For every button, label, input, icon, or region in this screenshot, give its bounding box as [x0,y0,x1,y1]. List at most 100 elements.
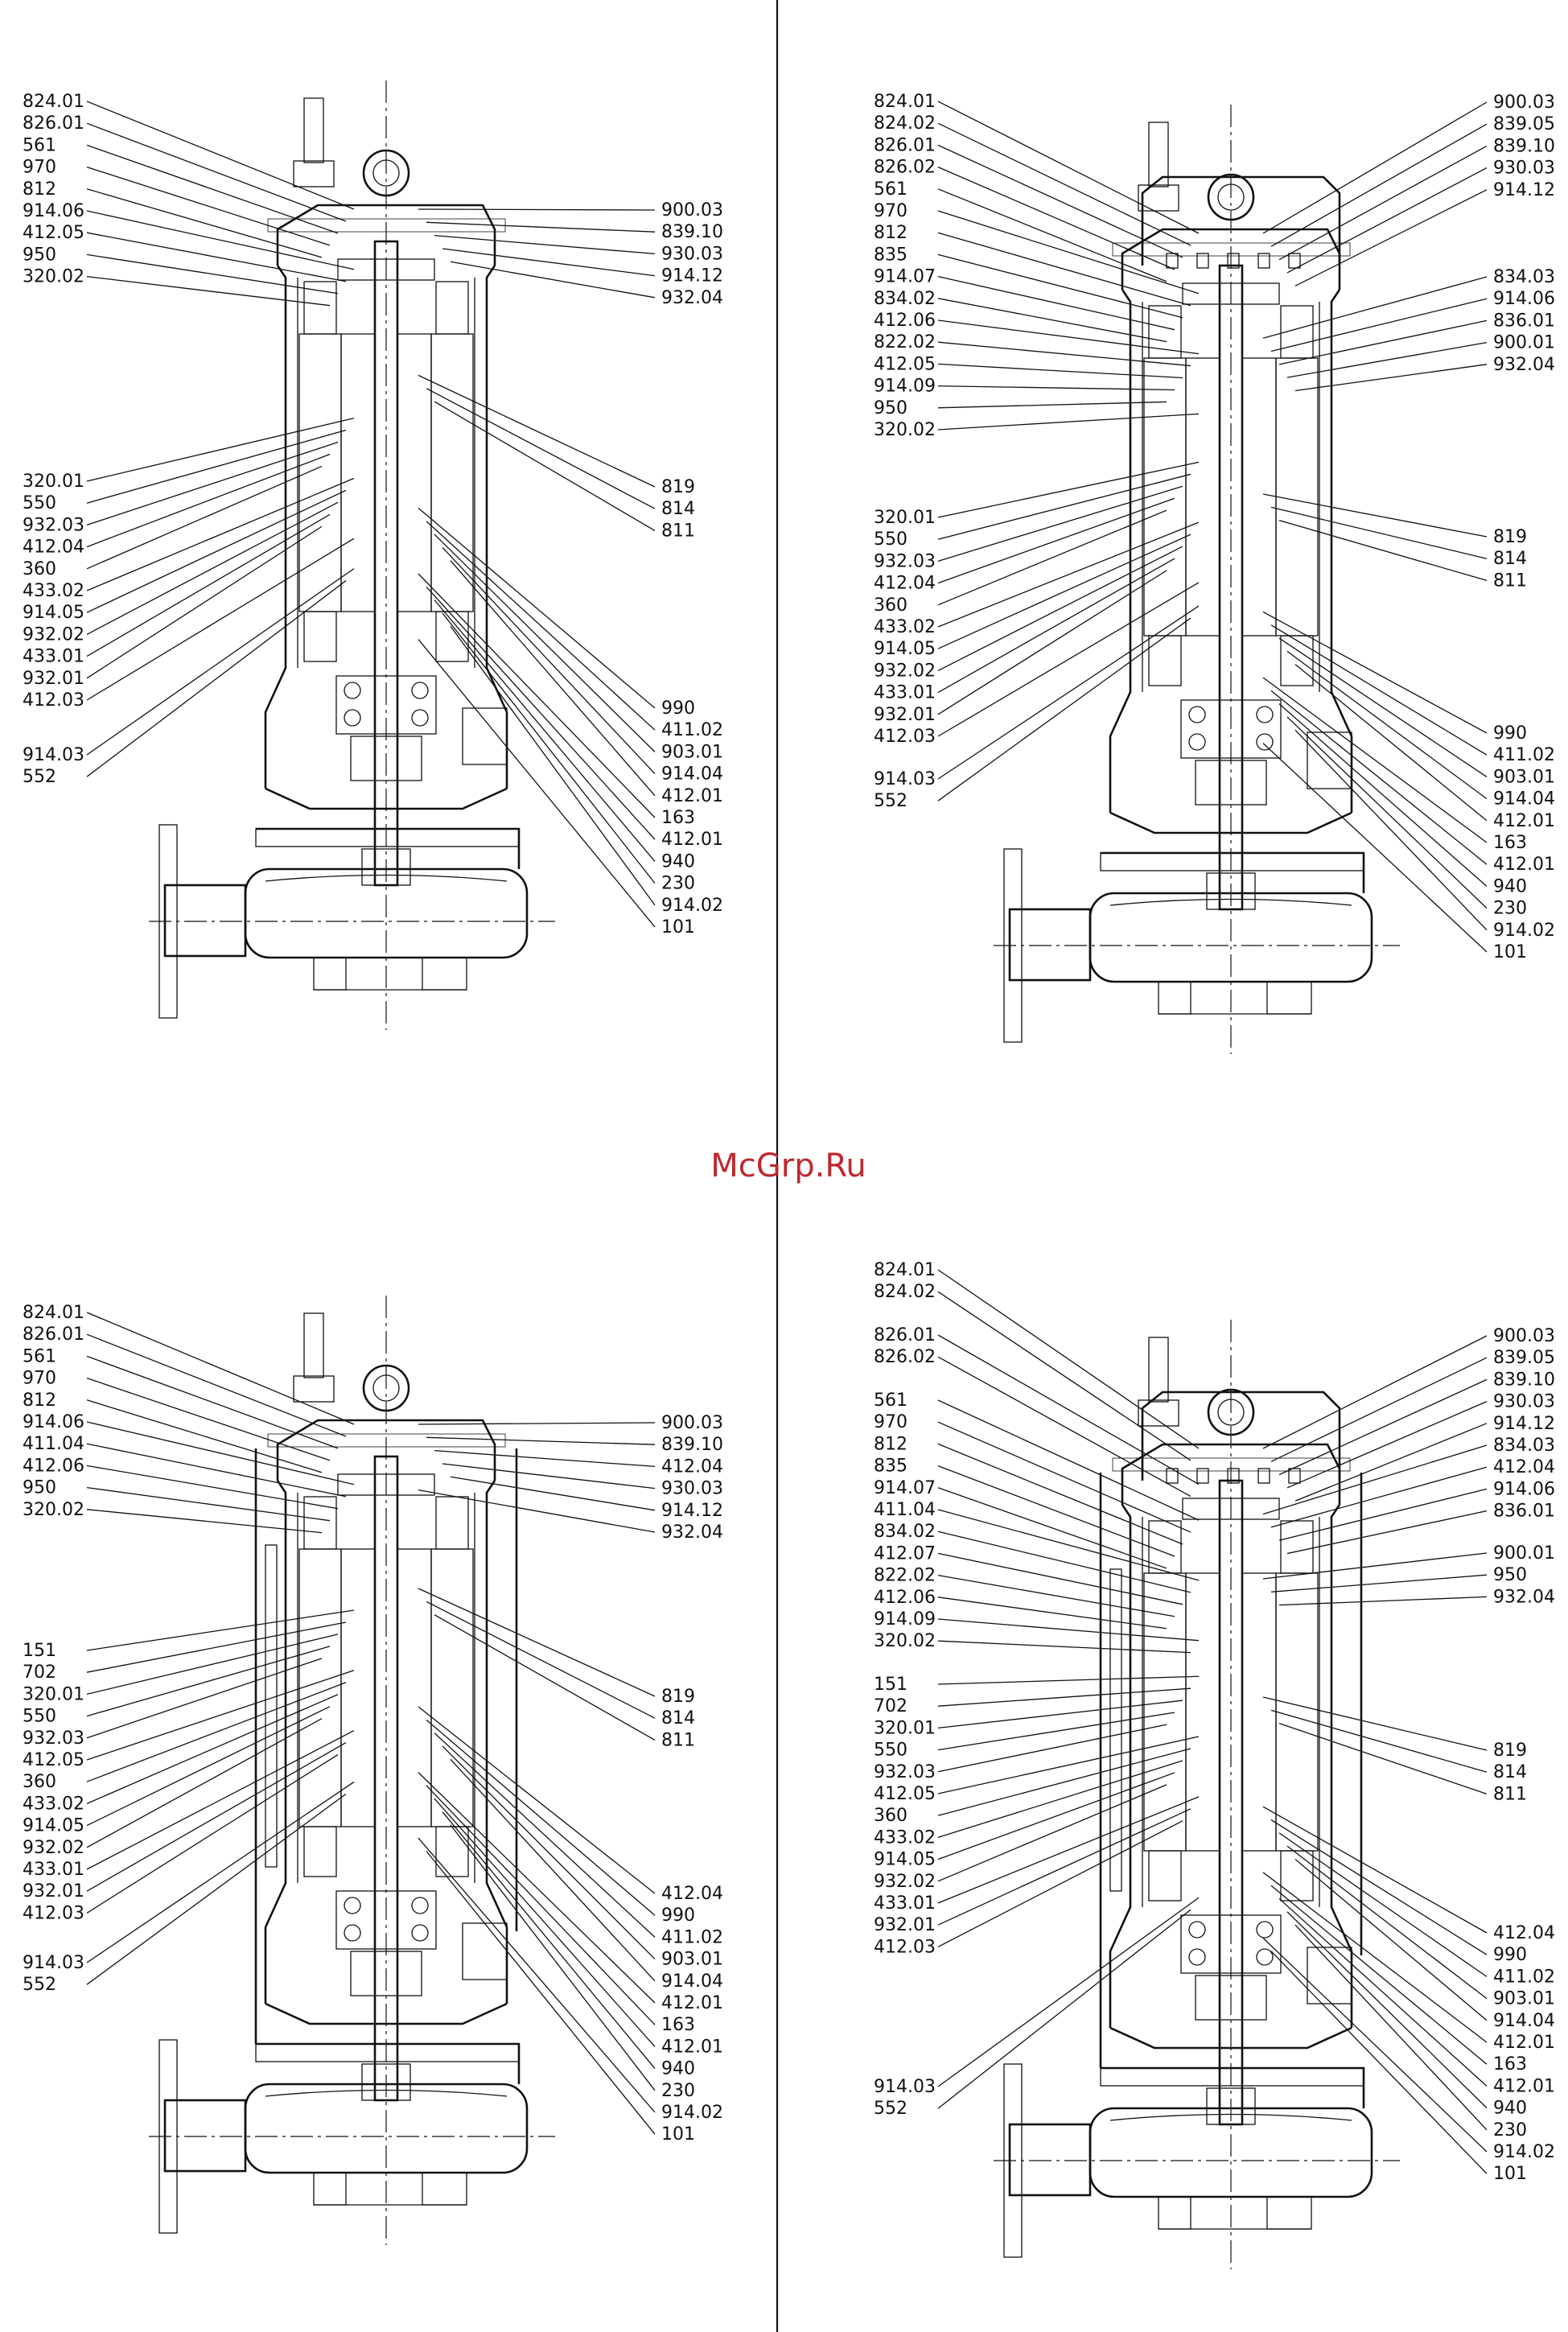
cable-entry [1148,122,1169,187]
leader-line [86,1694,339,1804]
leader-line [86,1509,323,1534]
callout-label: 360 [23,559,56,579]
leader-line [937,1443,1183,1545]
rotor-right [397,333,432,612]
leader-line [1262,1806,1488,1934]
mechanical-seal [350,1951,422,1996]
foot-right [422,957,467,991]
leader-line [1262,493,1488,538]
callout-label: 900.03 [661,200,723,220]
callout-label: 914.03 [874,2077,936,2097]
callout-label: 433.01 [23,1860,84,1880]
leader-line [434,1449,656,1468]
jacket-liner [265,1544,278,1868]
leader-line [937,1640,1191,1654]
leader-line [1270,1885,1488,2065]
callout-label: 812 [874,223,907,243]
terminal-post [1196,1468,1209,1484]
leader-line [937,1909,1191,2109]
rotor-left [1185,1572,1220,1852]
leader-line [937,1531,1191,1593]
winding-end-tr [1280,1520,1314,1574]
rotor-right [1241,357,1277,637]
volute-inner [1109,2113,1352,2121]
leader-line [937,253,1183,319]
callout-label: 814 [1493,549,1527,569]
callout-label: 914.05 [23,603,84,623]
leader-line [86,580,347,777]
callout-label: 970 [874,1412,907,1432]
lifting-eye-inner [372,1374,400,1402]
callout-label: 411.02 [661,1927,723,1947]
callout-label: 970 [23,158,56,178]
callout-label: 552 [874,2099,907,2119]
callout-label: 839.10 [1493,1370,1555,1390]
cable-entry [303,1312,324,1378]
leader-line [86,122,347,222]
lifting-eye-inner [372,159,400,187]
callout-label: 930.03 [1493,159,1555,179]
callout-label: 433.02 [23,1794,84,1814]
stator-housing-left [1109,1504,1132,2028]
callout-label: 990 [661,698,695,719]
leader-line [1270,1819,1488,1955]
callout-label: 932.03 [874,551,936,571]
leader-line [937,1574,1175,1617]
leader-line [1294,1858,1488,2021]
callout-label: 163 [1493,2054,1527,2074]
callout-label: 914.05 [23,1816,84,1836]
lower-bearing-housing [335,675,437,735]
winding-end-tr [435,1496,469,1550]
ball [1256,1921,1274,1939]
callout-label: 914.02 [661,2103,723,2123]
leader-line [86,1443,347,1498]
casing-cover-hatch [255,2043,520,2062]
callout-label: 819 [1493,1741,1527,1761]
foot-right [1266,981,1312,1015]
leader-line [1278,1832,1488,1977]
callout-label: 914.04 [661,1971,723,1992]
callout-label: 914.05 [874,639,936,659]
leader-line [86,417,355,482]
callout-label: 836.01 [1493,311,1555,331]
ball [344,1897,361,1914]
callout-label: 940 [661,851,695,871]
leader-line [86,538,355,701]
leader-line [1262,677,1488,843]
leader-line [937,1796,1200,1904]
leader-line [86,1312,355,1425]
leader-line [86,568,355,756]
leader-line [1270,1357,1488,1462]
leader-line [937,401,1167,409]
callout-label: 814 [661,499,695,519]
callout-label: 834.03 [1493,1436,1555,1456]
leader-line [937,1760,1183,1839]
callout-label: 914.06 [23,1412,84,1432]
callout-label: 914.02 [661,896,723,916]
stator-housing-right [485,1480,508,2004]
foot-right [422,2172,467,2206]
callout-label: 903.01 [1493,767,1555,787]
leader-line [937,1269,1200,1449]
oil-chamber [1307,731,1352,789]
leader-line [418,573,656,818]
callout-label: 903.01 [661,1950,723,1970]
callout-label: 230 [661,2081,695,2101]
outlet-flange [158,2039,178,2234]
callout-label: 914.06 [23,201,84,221]
leader-line [1270,1709,1488,1773]
terminal-post [1196,253,1209,269]
stator-core-right [430,333,474,612]
leader-line [1270,1574,1488,1592]
leader-line [1262,276,1488,339]
callout-label: 561 [23,1346,56,1366]
leader-line [86,1465,339,1510]
callout-label: 412.06 [874,311,936,331]
mechanical-seal [1195,1975,1267,2021]
leader-line [937,461,1200,518]
callout-label: 412.06 [23,1456,84,1476]
callout-label: 411.02 [1493,745,1555,765]
callout-label: 411.02 [661,720,723,740]
leader-line [450,261,656,299]
cable-gland [293,160,335,187]
